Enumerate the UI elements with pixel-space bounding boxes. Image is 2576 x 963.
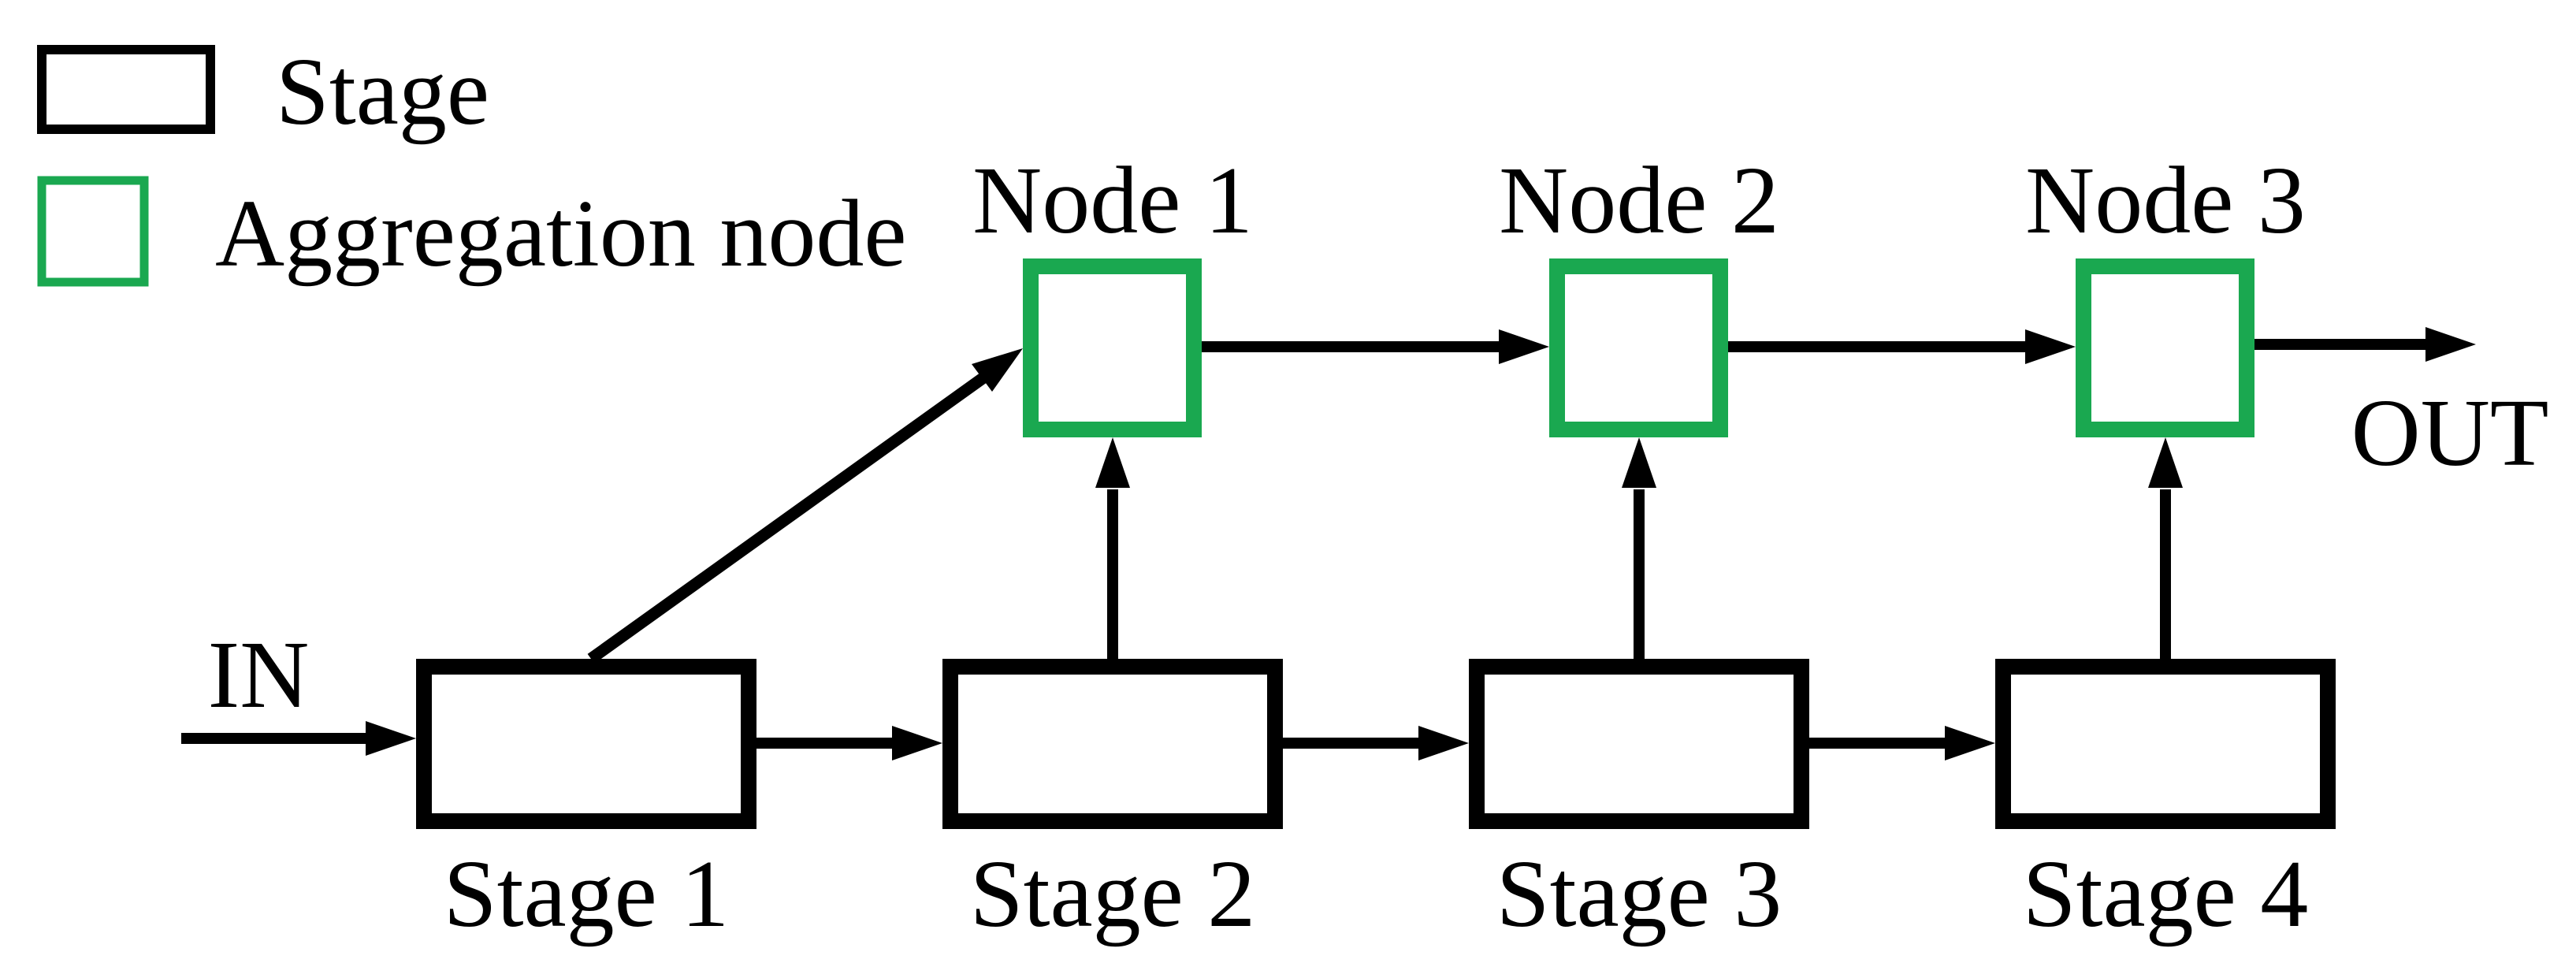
in-label: IN bbox=[208, 622, 310, 728]
arrow-head bbox=[2025, 329, 2076, 364]
node-1-label: Node 1 bbox=[972, 147, 1253, 254]
stage-3-label: Stage 3 bbox=[1496, 841, 1782, 947]
arrow-head bbox=[1945, 726, 1995, 760]
arrow-stage1-to-node1 bbox=[587, 348, 1023, 664]
stage-4: Stage 4 bbox=[1995, 659, 2336, 947]
stage-2-box bbox=[942, 659, 1283, 829]
stage-4-box bbox=[1995, 659, 2336, 829]
node-3-box bbox=[2076, 258, 2254, 437]
node-2-label: Node 2 bbox=[1499, 147, 1779, 254]
legend-aggregation-label: Aggregation node bbox=[215, 180, 906, 287]
arrow-head bbox=[2148, 437, 2183, 488]
node-2-box bbox=[1549, 258, 1728, 437]
arrow-stage3-to-stage4 bbox=[1809, 726, 1995, 760]
arrow-stage2-to-node1 bbox=[1095, 437, 1130, 659]
stage-4-label: Stage 4 bbox=[2023, 841, 2309, 947]
arrow-head bbox=[1095, 437, 1130, 488]
stage-1-box bbox=[416, 659, 756, 829]
stage-2-label: Stage 2 bbox=[970, 841, 1256, 947]
legend: Stage Aggregation node bbox=[37, 39, 906, 287]
arrow-head bbox=[892, 726, 942, 760]
node-3: Node 3 bbox=[2025, 147, 2306, 437]
arrow-head bbox=[366, 721, 416, 756]
arrow-node2-to-node3 bbox=[1728, 329, 2076, 364]
legend-stage-swatch bbox=[37, 45, 215, 134]
node-2: Node 2 bbox=[1499, 147, 1779, 437]
arrow-head bbox=[972, 348, 1023, 392]
arrow-in-to-stage1 bbox=[181, 721, 416, 756]
arrow-head bbox=[2425, 327, 2476, 362]
node-1: Node 1 bbox=[972, 147, 1253, 437]
stage-1: Stage 1 bbox=[416, 659, 756, 947]
arrow-node3-to-out bbox=[2254, 327, 2476, 362]
node-1-box bbox=[1023, 258, 1202, 437]
stage-1-label: Stage 1 bbox=[444, 841, 730, 947]
arrow-shaft bbox=[587, 373, 987, 664]
arrow-stage3-to-node2 bbox=[1622, 437, 1656, 659]
arrow-head bbox=[1499, 329, 1549, 364]
stage-3: Stage 3 bbox=[1469, 659, 1809, 947]
arrow-head bbox=[1418, 726, 1469, 760]
legend-aggregation-swatch bbox=[37, 176, 149, 287]
arrow-head bbox=[1622, 437, 1656, 488]
arrow-stage1-to-stage2 bbox=[756, 726, 942, 760]
legend-stage-label: Stage bbox=[276, 39, 489, 145]
arrow-stage2-to-stage3 bbox=[1283, 726, 1469, 760]
node-3-label: Node 3 bbox=[2025, 147, 2306, 254]
arrow-stage4-to-node3 bbox=[2148, 437, 2183, 659]
stage-2: Stage 2 bbox=[942, 659, 1283, 947]
out-label: OUT bbox=[2351, 380, 2549, 486]
arrow-node1-to-node2 bbox=[1202, 329, 1549, 364]
stage-3-box bbox=[1469, 659, 1809, 829]
